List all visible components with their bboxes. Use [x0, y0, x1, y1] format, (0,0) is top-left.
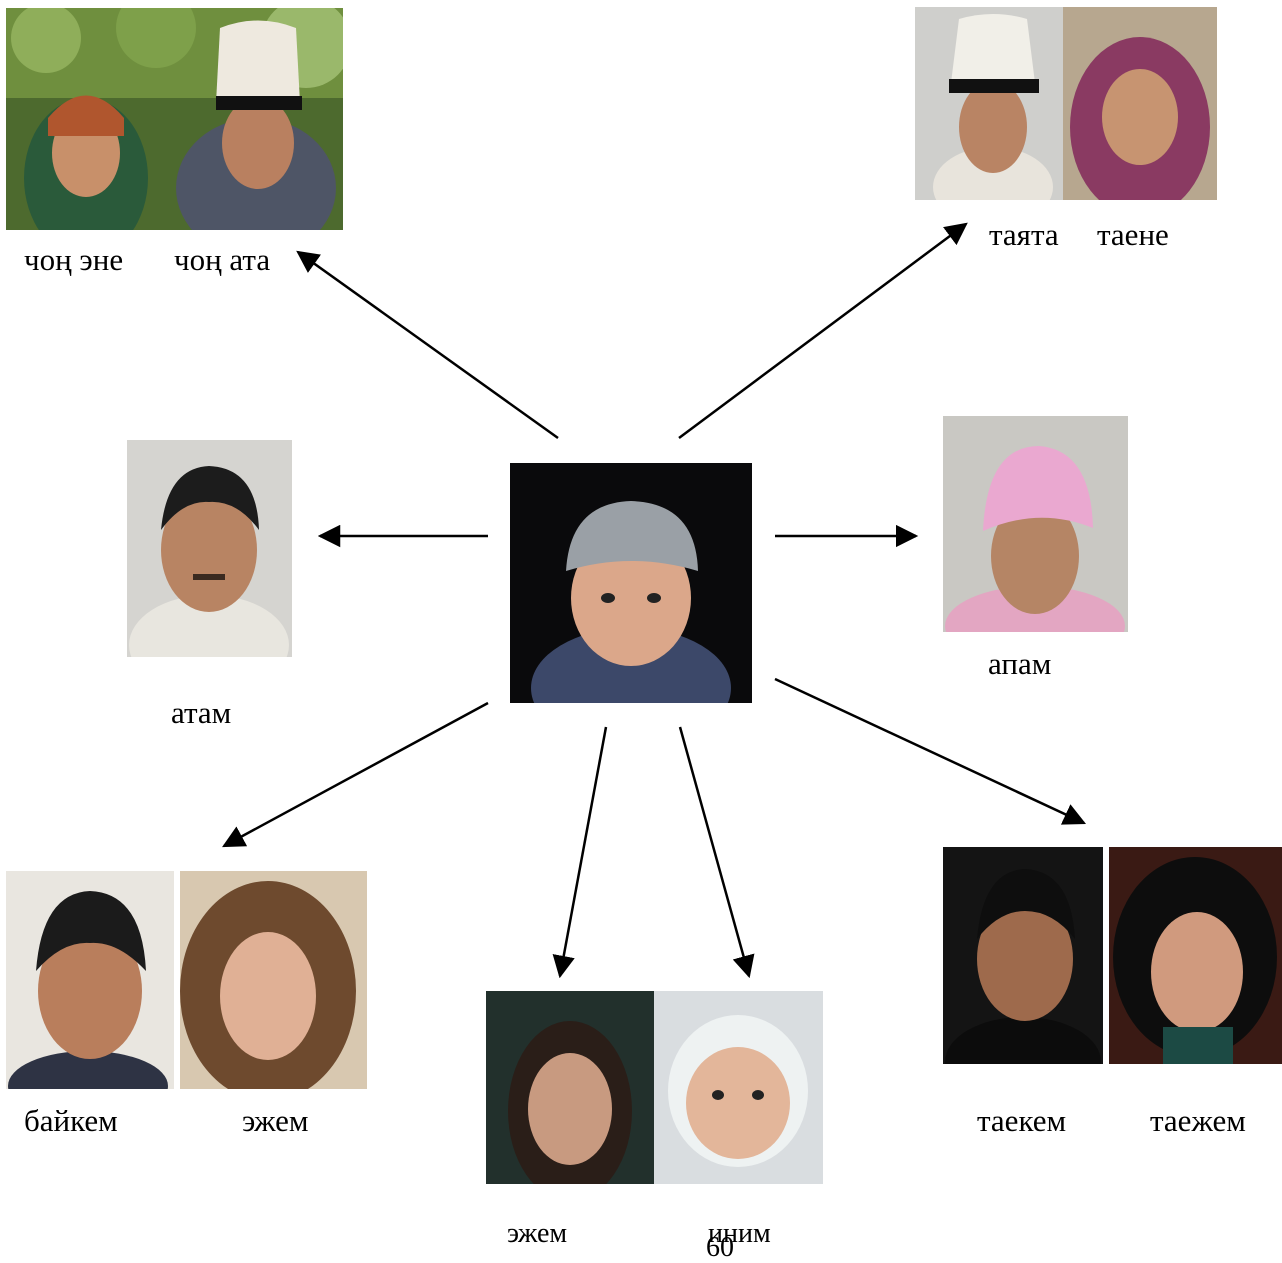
- photo-apam: [943, 416, 1128, 632]
- arrow-to-tayata: [678, 222, 968, 440]
- label-chon-ene: чоң эне: [24, 242, 124, 277]
- page-number: 60: [706, 1232, 734, 1263]
- arrow-to-ezhem: [552, 726, 608, 979]
- photo-ezhem-inim: [486, 991, 823, 1184]
- arrow-to-taekem: [774, 677, 1087, 825]
- photo-chon-ene-chon-ata: [6, 8, 343, 230]
- arrow-to-baykem: [222, 701, 489, 848]
- photo-baykem-ezhem: [6, 871, 367, 1089]
- label-tayata: таята: [989, 217, 1059, 252]
- label-baykem: байкем: [24, 1103, 118, 1138]
- label-apam: апам: [988, 646, 1052, 681]
- arrow-to-inim: [678, 726, 755, 979]
- label-taezhem: таежем: [1150, 1103, 1246, 1138]
- arrow-to-chon-ata: [296, 250, 559, 440]
- label-taekem: таекем: [977, 1103, 1067, 1138]
- label-taene: таене: [1097, 217, 1169, 252]
- photo-tayata-taene: [915, 7, 1217, 200]
- label-ezhem-bottom: эжем: [507, 1218, 568, 1249]
- label-chon-ata: чоң ата: [174, 242, 271, 277]
- photo-center-child: [510, 463, 752, 703]
- label-ezhem-left: эжем: [242, 1103, 309, 1138]
- label-inim: иним: [708, 1218, 771, 1249]
- photo-atam: [127, 440, 292, 657]
- label-atam: атам: [171, 695, 232, 730]
- photo-taekem-taezhem: [943, 847, 1282, 1064]
